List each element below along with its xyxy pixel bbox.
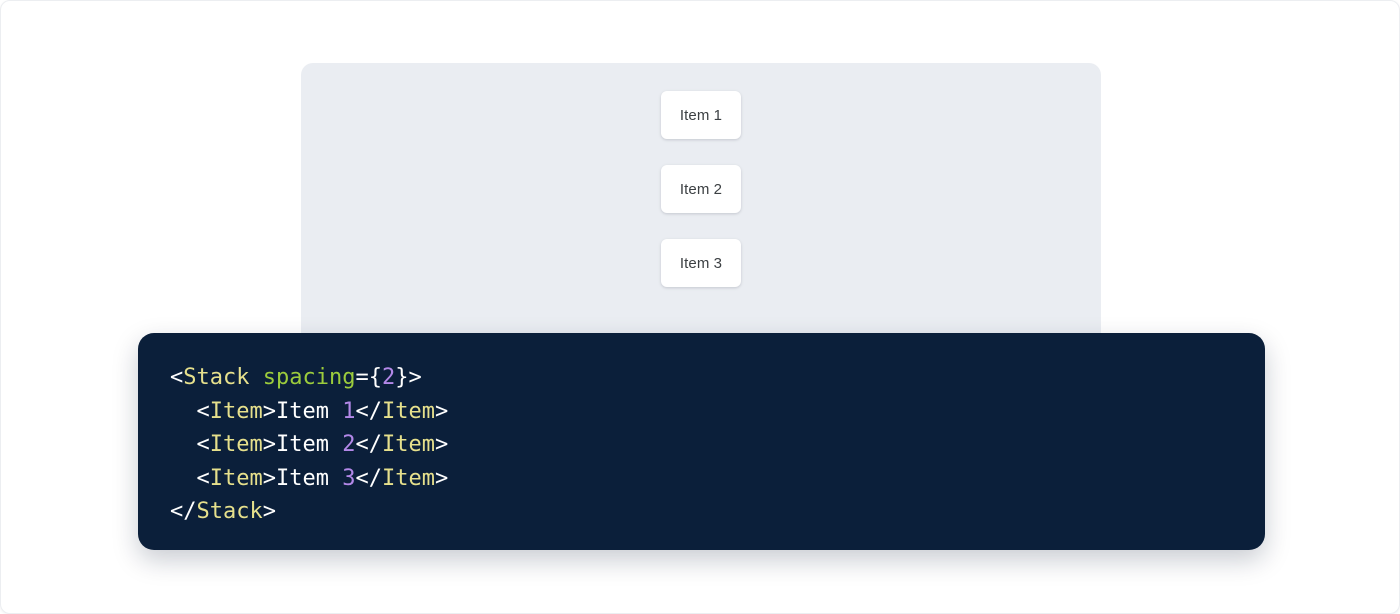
code-token-tag: Stack — [183, 365, 250, 390]
code-token-num: 3 — [342, 465, 356, 491]
code-line: </Stack> — [170, 499, 276, 524]
code-token-punct: </ — [355, 432, 382, 457]
code-token-text: Item — [275, 432, 343, 457]
code-token-punct: > — [434, 398, 449, 424]
code-token-tag: Item — [381, 465, 435, 491]
code-token-punct: </ — [355, 465, 382, 491]
code-token-tag: Item — [381, 398, 435, 424]
stack-item-label: Item 3 — [679, 254, 723, 272]
code-token-num: 2 — [381, 365, 396, 390]
code-token-punct: }> — [395, 365, 422, 390]
code-line: <Stack spacing={2}> — [170, 365, 422, 390]
code-token-tag: Stack — [196, 499, 263, 524]
code-snippet-block[interactable]: <Stack spacing={2}> <Item>Item 1</Item> … — [138, 333, 1265, 550]
code-token-tag: Item — [209, 398, 263, 424]
code-token-punct: > — [434, 432, 449, 457]
code-token-punct: < — [170, 365, 184, 390]
code-token-punct: < — [196, 432, 210, 457]
code-token-text: Item — [275, 398, 343, 424]
code-token-punct: ={ — [355, 365, 382, 390]
stack-item-label: Item 2 — [679, 180, 723, 198]
code-token-punct: > — [262, 499, 276, 524]
code-token-num: 2 — [342, 432, 356, 457]
code-token-num: 1 — [342, 398, 356, 424]
code-token-punct: < — [196, 465, 210, 491]
code-token-punct: </ — [355, 398, 382, 424]
code-token-punct: </ — [170, 499, 197, 524]
code-token-punct: > — [262, 465, 276, 491]
stack-item-card[interactable]: Item 3 — [661, 239, 741, 287]
code-token-text: Item — [275, 465, 343, 491]
code-token-punct: > — [262, 398, 276, 424]
stack-item-card[interactable]: Item 2 — [661, 165, 741, 213]
code-line: <Item>Item 2</Item> — [170, 432, 449, 457]
code-token-punct — [249, 365, 262, 390]
stack-item-label: Item 1 — [679, 106, 723, 124]
code-token-punct: > — [434, 465, 449, 491]
code-line: <Item>Item 3</Item> — [170, 465, 449, 491]
code-token-tag: Item — [381, 432, 435, 457]
code-token-attr: spacing — [262, 365, 356, 390]
code-token-tag: Item — [209, 465, 263, 491]
code-token-punct: < — [196, 398, 210, 424]
stack-container: Item 1 Item 2 Item 3 — [301, 91, 1101, 287]
code-token-tag: Item — [209, 432, 263, 457]
code-snippet-text: <Stack spacing={2}> <Item>Item 1</Item> … — [170, 361, 1233, 529]
code-line: <Item>Item 1</Item> — [170, 398, 449, 424]
component-preview-panel: Item 1 Item 2 Item 3 — [301, 63, 1101, 353]
code-token-punct: > — [262, 432, 276, 457]
stack-item-card[interactable]: Item 1 — [661, 91, 741, 139]
